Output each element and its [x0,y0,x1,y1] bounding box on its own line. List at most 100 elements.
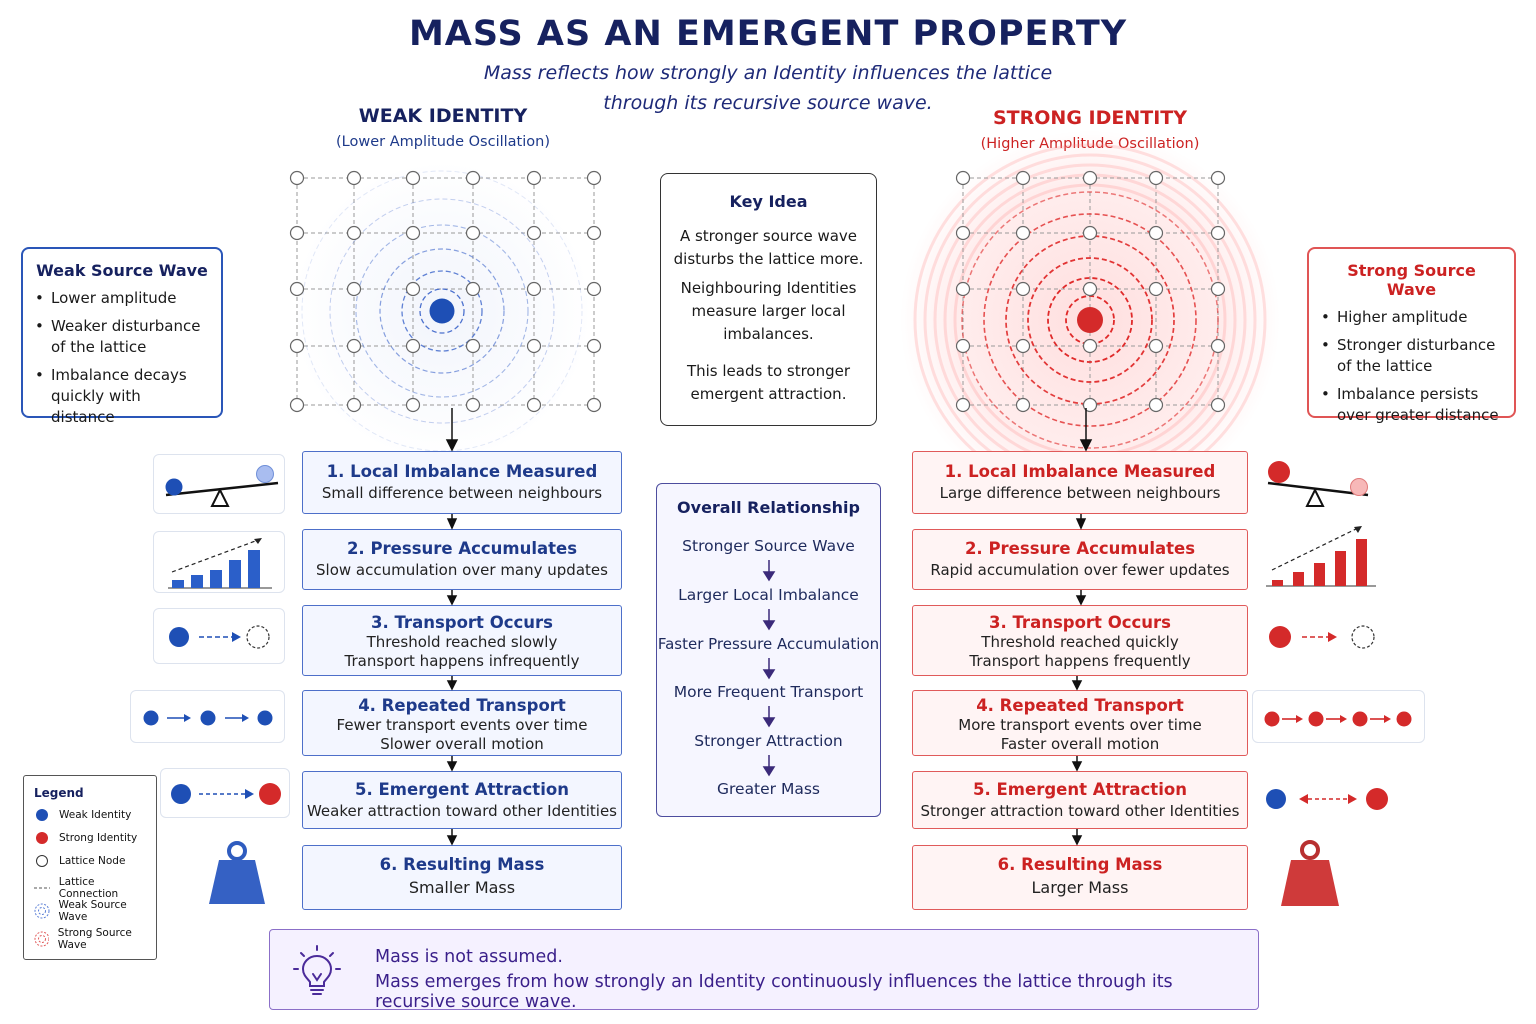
subtitle-line-2: through its recursive source wave. [603,92,933,114]
attraction-icon-svg [171,783,281,805]
lattice-node [465,338,481,354]
subtitle-line-1: Mass reflects how strongly an Identity i… [483,62,1053,84]
weak-subheading: (Lower Amplitude Oscillation) [336,134,550,150]
weak-step-2: 2. Pressure Accumulates Slow accumulatio… [302,529,622,590]
lattice-node [955,281,971,297]
banner-line-2: Mass emerges from how strongly an Identi… [375,972,1173,1012]
strong-step-title: 4. Repeated Transport [976,696,1184,715]
legend-title: Legend [34,786,84,800]
lattice-node [1082,281,1098,297]
lattice-connection-icon [34,887,50,889]
source-wave-ring [401,270,483,352]
lattice-node [1015,397,1031,413]
lattice-node [526,281,542,297]
strong-identity-icon [36,832,48,844]
weak-source-wave-icon [34,903,50,919]
lattice-node [1015,225,1031,241]
lattice-node [465,225,481,241]
strong-step-desc: Stronger attraction toward other Identit… [920,802,1240,820]
legend-item: Lattice Node [34,853,125,869]
strong-source-wave-list: Higher amplitude Stronger disturbance of… [1321,307,1502,426]
source-wave-ring [1047,277,1133,363]
strong-step-5: 5. Emergent Attraction Stronger attracti… [912,771,1248,829]
lattice-node [1210,397,1226,413]
repeated-transport-icon [1252,690,1425,743]
relationship-item: Stronger Source Wave [682,537,855,555]
strong-step-2: 2. Pressure Accumulates Rapid accumulati… [912,529,1248,590]
strong-step-title: 6. Resulting Mass [997,855,1163,874]
lattice-node [405,338,421,354]
lattice-node [1148,170,1164,186]
lattice-node [586,225,602,241]
key-idea-line: This leads to stronger [686,362,851,380]
lattice-node [1082,225,1098,241]
strong-wave-halo [913,143,1267,460]
lattice-node [1210,225,1226,241]
lattice-node [1148,397,1164,413]
lattice-node [526,397,542,413]
key-idea-p2: Neighbouring Identities measure larger l… [661,277,876,346]
weak-step-3: 3. Transport Occurs Threshold reached sl… [302,605,622,676]
seesaw-icon [153,454,285,514]
strong-step-desc: More transport events over time [958,716,1202,734]
source-wave-ring [983,213,1197,427]
strong-source-wave-card: Strong Source Wave Higher amplitude Stro… [1307,247,1516,424]
weak-lattice [289,161,602,460]
transport-icon [153,608,285,664]
weak-source-wave-list: Lower amplitude Weaker disturbance of th… [35,288,209,428]
strong-wave-halo [923,153,1257,460]
strong-step-desc: Large difference between neighbours [939,484,1221,502]
overall-relationship-card: Overall Relationship Stronger Source Wav… [656,483,881,817]
seesaw-icon [1267,461,1369,507]
key-idea-line: emergent attraction. [690,385,847,403]
strong-step-title: 2. Pressure Accumulates [964,539,1196,558]
weak-step-title: 3. Transport Occurs [371,613,553,632]
relationship-item: Stronger Attraction [694,732,843,750]
weak-step-4: 4. Repeated Transport Fewer transport ev… [302,690,622,756]
weak-step-title: 5. Emergent Attraction [355,780,569,799]
key-idea-line: imbalances. [723,325,814,343]
legend: Legend Weak Identity Strong Identity Lat… [23,775,157,960]
relationship-item: Larger Local Imbalance [678,586,859,604]
weak-step-title: 2. Pressure Accumulates [346,539,578,558]
source-wave-ring [379,248,505,374]
lattice-node [1210,170,1226,186]
key-idea-line: Neighbouring Identities [680,279,857,297]
lattice-node [405,397,421,413]
seesaw-icon-svg [165,465,279,507]
lattice-node [465,397,481,413]
transport-icon [1269,625,1375,649]
lattice-node [289,338,305,354]
lattice-node [405,281,421,297]
relationship-item: Greater Mass [716,780,820,798]
strong-bullet: Stronger disturbance of the lattice [1321,335,1502,377]
key-idea-p3: This leads to stronger emergent attracti… [661,360,876,406]
lattice-node [586,281,602,297]
strong-wave-halo [933,163,1247,460]
strong-step-title: 1. Local Imbalance Measured [944,462,1216,481]
lattice-node [526,225,542,241]
lattice-node [1082,397,1098,413]
banner-line-1: Mass is not assumed. [375,947,563,967]
legend-item: Lattice Connection [34,876,156,900]
legend-label: Lattice Node [59,855,126,867]
lattice-node [1082,170,1098,186]
weak-heading: WEAK IDENTITY [358,105,528,127]
summary-banner: Mass is not assumed. Mass emerges from h… [269,929,1259,1012]
strong-step-4: 4. Repeated Transport More transport eve… [912,690,1248,756]
relationship-item: More Frequent Transport [673,683,864,701]
weak-step-title: 6. Resulting Mass [379,855,545,874]
weak-step-desc: Weaker attraction toward other Identitie… [306,802,617,820]
lattice-node [586,338,602,354]
weak-step-desc: Threshold reached slowly [366,633,558,651]
lattice-node [955,170,971,186]
strong-step-1: 1. Local Imbalance Measured Large differ… [912,451,1248,514]
key-idea-line: measure larger local [691,302,846,320]
lattice-node [1148,281,1164,297]
weight-icon [1281,840,1339,906]
source-wave-ring [419,288,465,334]
lattice-node [586,170,602,186]
strong-step-desc: Rapid accumulation over fewer updates [930,561,1230,579]
strong-step-desc: Transport happens frequently [969,652,1191,670]
lattice-node [1082,338,1098,354]
